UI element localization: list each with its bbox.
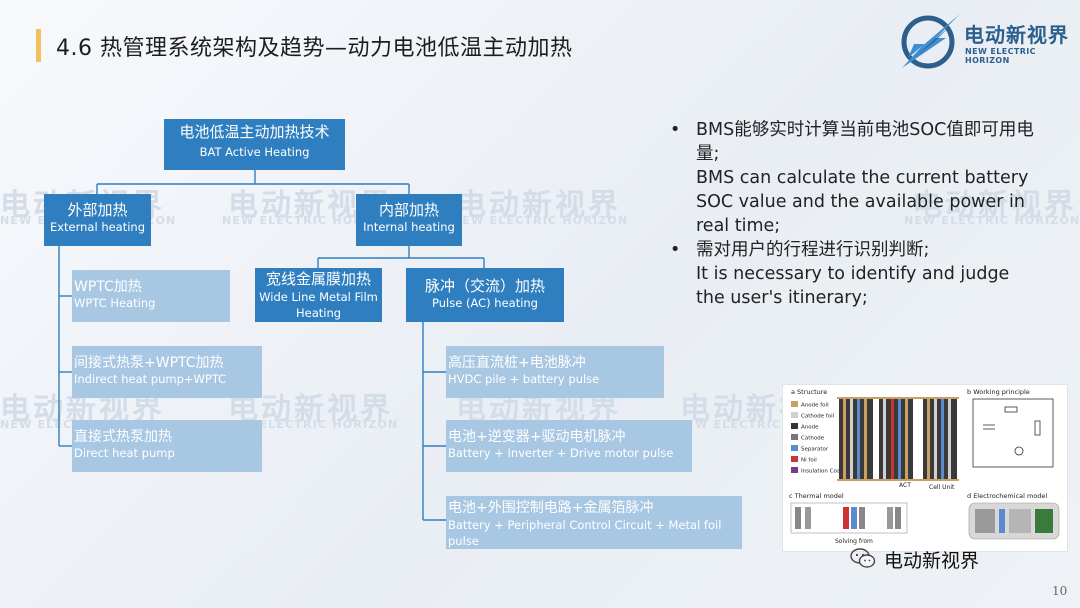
figure-structure-label: a Structure (791, 388, 827, 396)
node-label-en: WPTC Heating (74, 296, 156, 310)
node-label-cn: 电池低温主动加热技术 (179, 123, 330, 141)
logo-text-cn: 电动新视界 (964, 23, 1069, 47)
legend-label: Ni foil (801, 458, 817, 464)
node-label-cn: 电池+外围控制电路+金属箔脉冲 (448, 500, 654, 516)
bullet-list: • BMS能够实时计算当前电池SOC值即可用电量; BMS can calcul… (668, 118, 1038, 310)
node-label-en: Battery + Peripheral Control Circuit + M… (448, 518, 722, 548)
node-label-cn: 宽线金属膜加热 (265, 270, 371, 288)
figure-principle-label: b Working principle (967, 388, 1030, 396)
node-label-en: Internal heating (363, 220, 455, 234)
node-label-cn: 电池+逆变器+驱动电机脉冲 (448, 429, 626, 445)
legend-swatch (791, 467, 798, 473)
node-label-cn: 高压直流桩+电池脉冲 (448, 355, 586, 371)
battery-stack-graphic (837, 397, 959, 481)
bullet-text-en: It is necessary to identify and judge th… (696, 264, 1010, 308)
circuit-graphic (972, 398, 1054, 468)
logo-text-en: NEW ELECTRIC HORIZON (965, 47, 1036, 65)
node-label-en: Pulse (AC) heating (432, 296, 538, 310)
bullet-text-cn: BMS能够实时计算当前电池SOC值即可用电量; (696, 120, 1034, 164)
wechat-icon (850, 548, 876, 568)
legend-label: Insulation Coating (801, 469, 851, 475)
title-accent-bar (36, 29, 41, 62)
bullet-item: • BMS能够实时计算当前电池SOC值即可用电量; BMS can calcul… (668, 118, 1038, 238)
figure-cell-unit-label: Cell Unit (929, 484, 955, 491)
figure-act-label: ACT (899, 482, 911, 489)
legend-label: Cathode (801, 436, 825, 442)
legend-label: Cathode foil (801, 414, 835, 420)
bullet-dot-icon: • (670, 120, 681, 140)
legend-swatch (791, 412, 798, 418)
battery-heating-figure: a Structure b Working principle c Therma… (782, 384, 1068, 552)
bullet-text-cn: 需对用户的行程进行识别判断; (696, 240, 930, 260)
node-label-cn: 外部加热 (67, 201, 128, 219)
node-direct-heat-pump: 直接式热泵加热 Direct heat pump (72, 420, 262, 472)
node-wide-line-metal-film: 宽线金属膜加热 Wide Line Metal Film Heating (255, 268, 382, 322)
node-label-cn: 脉冲（交流）加热 (424, 277, 545, 295)
legend-swatch (791, 445, 798, 451)
bullet-dot-icon: • (670, 240, 681, 260)
wechat-account-name: 电动新视界 (884, 550, 980, 572)
node-label-en: Direct heat pump (74, 446, 175, 460)
node-indirect-heat-pump: 间接式热泵+WPTC加热 Indirect heat pump+WPTC (72, 346, 262, 398)
node-label-en: External heating (49, 220, 146, 234)
node-label-en: Battery + Inverter + Drive motor pulse (448, 446, 674, 460)
node-peripheral-foil-pulse: 电池+外围控制电路+金属箔脉冲 Battery + Peripheral Con… (446, 496, 742, 549)
legend-label: Separator (801, 447, 829, 453)
node-label-cn: 直接式热泵加热 (74, 429, 172, 445)
bullet-item: • 需对用户的行程进行识别判断; It is necessary to iden… (668, 238, 1038, 310)
node-inverter-motor-pulse: 电池+逆变器+驱动电机脉冲 Battery + Inverter + Drive… (446, 420, 692, 472)
node-pulse-ac-heating: 脉冲（交流）加热 Pulse (AC) heating (406, 268, 564, 322)
legend-swatch (791, 434, 798, 440)
bullet-text-en: BMS can calculate the current battery SO… (696, 168, 1029, 236)
node-label-cn: 间接式热泵+WPTC加热 (74, 355, 224, 371)
figure-electro-label: d Electrochemical model (967, 492, 1047, 500)
page-title: 4.6 热管理系统架构及趋势—动力电池低温主动加热 (56, 36, 573, 61)
node-label-cn: 内部加热 (378, 201, 439, 219)
legend-label: Anode foil (801, 403, 829, 409)
node-label-en: HVDC pile + battery pulse (448, 372, 600, 386)
figure-thermal-label: c Thermal model (789, 492, 844, 500)
electrochemical-model-graphic (968, 502, 1060, 540)
node-label-en: Indirect heat pump+WPTC (74, 372, 227, 386)
node-label-en: BAT Active Heating (199, 145, 310, 159)
node-hvdc-pulse: 高压直流桩+电池脉冲 HVDC pile + battery pulse (446, 346, 664, 398)
logo-icon (901, 14, 960, 69)
legend-swatch (791, 401, 798, 407)
legend-swatch (791, 423, 798, 429)
node-bat-active-heating: 电池低温主动加热技术 BAT Active Heating (164, 119, 345, 170)
node-internal-heating: 内部加热 Internal heating (356, 194, 462, 246)
node-external-heating: 外部加热 External heating (44, 194, 151, 246)
legend-swatch (791, 456, 798, 462)
thermal-model-graphic (790, 502, 908, 534)
node-label-cn: WPTC加热 (74, 279, 142, 295)
node-wptc-heating: WPTC加热 WPTC Heating (72, 270, 230, 322)
node-label-en: Wide Line Metal Film Heating (259, 290, 378, 320)
figure-solving-label: Solving from (835, 538, 873, 545)
legend-label: Anode (801, 425, 819, 431)
page-number: 10 (1052, 584, 1068, 598)
